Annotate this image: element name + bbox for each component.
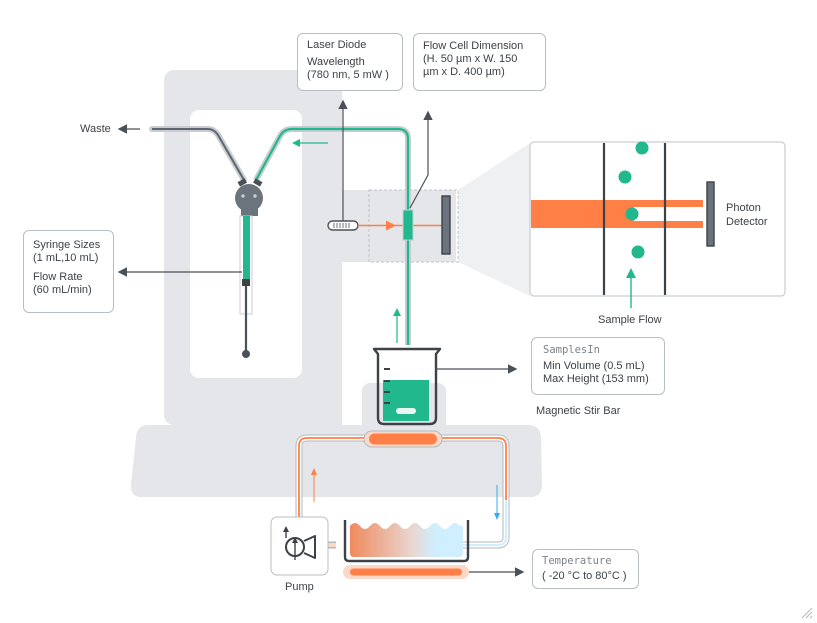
magnifier-projection <box>458 143 530 296</box>
temperature-bath <box>343 520 525 579</box>
stir-bar <box>396 408 416 414</box>
samples-in-box: SamplesIn Min Volume (0.5 mL) Max Height… <box>531 337 665 395</box>
stand <box>130 70 542 497</box>
laser-diode-line: (780 nm, 5 mW ) <box>307 69 389 81</box>
waste-label: Waste <box>80 123 111 135</box>
flow-cell-line: µm x D. 400 µm) <box>423 66 505 78</box>
flow-arrow-up <box>393 308 401 343</box>
particle <box>635 141 649 155</box>
syringe-box: Syringe Sizes (1 mL,10 mL) Flow Rate (60… <box>23 230 114 313</box>
samples-in-title: SamplesIn <box>543 344 600 356</box>
pump-icon <box>270 516 329 576</box>
flow-cell-box: Flow Cell Dimension (H. 50 µm x W. 150 µ… <box>413 33 546 91</box>
photon-detector <box>706 181 715 247</box>
flow-rate-line: (60 mL/min) <box>33 284 92 296</box>
temperature-title: Temperature <box>542 555 612 567</box>
flow-cell-title: Flow Cell Dimension <box>423 40 524 52</box>
syringe-line: (1 mL,10 mL) <box>33 252 99 264</box>
samples-in-line: Max Height (153 mm) <box>543 373 649 385</box>
valve <box>235 178 263 216</box>
syringe <box>239 215 253 358</box>
tubing <box>149 126 411 345</box>
flow-cell-magnified <box>529 141 786 308</box>
temperature-line: ( -20 °C to 80°C ) <box>542 570 627 582</box>
particle <box>631 245 645 259</box>
flow-cell-line: (H. 50 µm x W. 150 <box>423 53 518 65</box>
particle <box>625 207 639 221</box>
laser-diode-title: Laser Diode <box>307 39 367 51</box>
circulation-loop <box>295 430 510 549</box>
sample-flow-label: Sample Flow <box>598 314 662 326</box>
particle <box>618 170 632 184</box>
resize-handle-icon[interactable] <box>799 605 813 619</box>
photon-detector-line: Detector <box>726 216 768 228</box>
laser-diode-line: Wavelength <box>307 56 365 68</box>
temperature-box: Temperature ( -20 °C to 80°C ) <box>532 549 639 589</box>
photon-detector-line: Photon <box>726 202 761 214</box>
magnetic-stir-bar-label: Magnetic Stir Bar <box>536 405 621 417</box>
flow-cell <box>402 209 414 241</box>
beaker <box>372 347 518 426</box>
flow-arrow-left <box>292 139 328 147</box>
samples-in-line: Min Volume (0.5 mL) <box>543 360 645 372</box>
pump-label: Pump <box>285 581 314 593</box>
flow-rate-title: Flow Rate <box>33 271 83 283</box>
photon-detector-label: Photon Detector <box>726 201 768 229</box>
detector-small <box>441 195 451 255</box>
flow-cell-pointer <box>409 110 433 209</box>
syringe-title: Syringe Sizes <box>33 239 101 251</box>
laser-diode-box: Laser Diode Wavelength (780 nm, 5 mW ) <box>297 33 403 91</box>
laser-diode <box>327 99 442 231</box>
